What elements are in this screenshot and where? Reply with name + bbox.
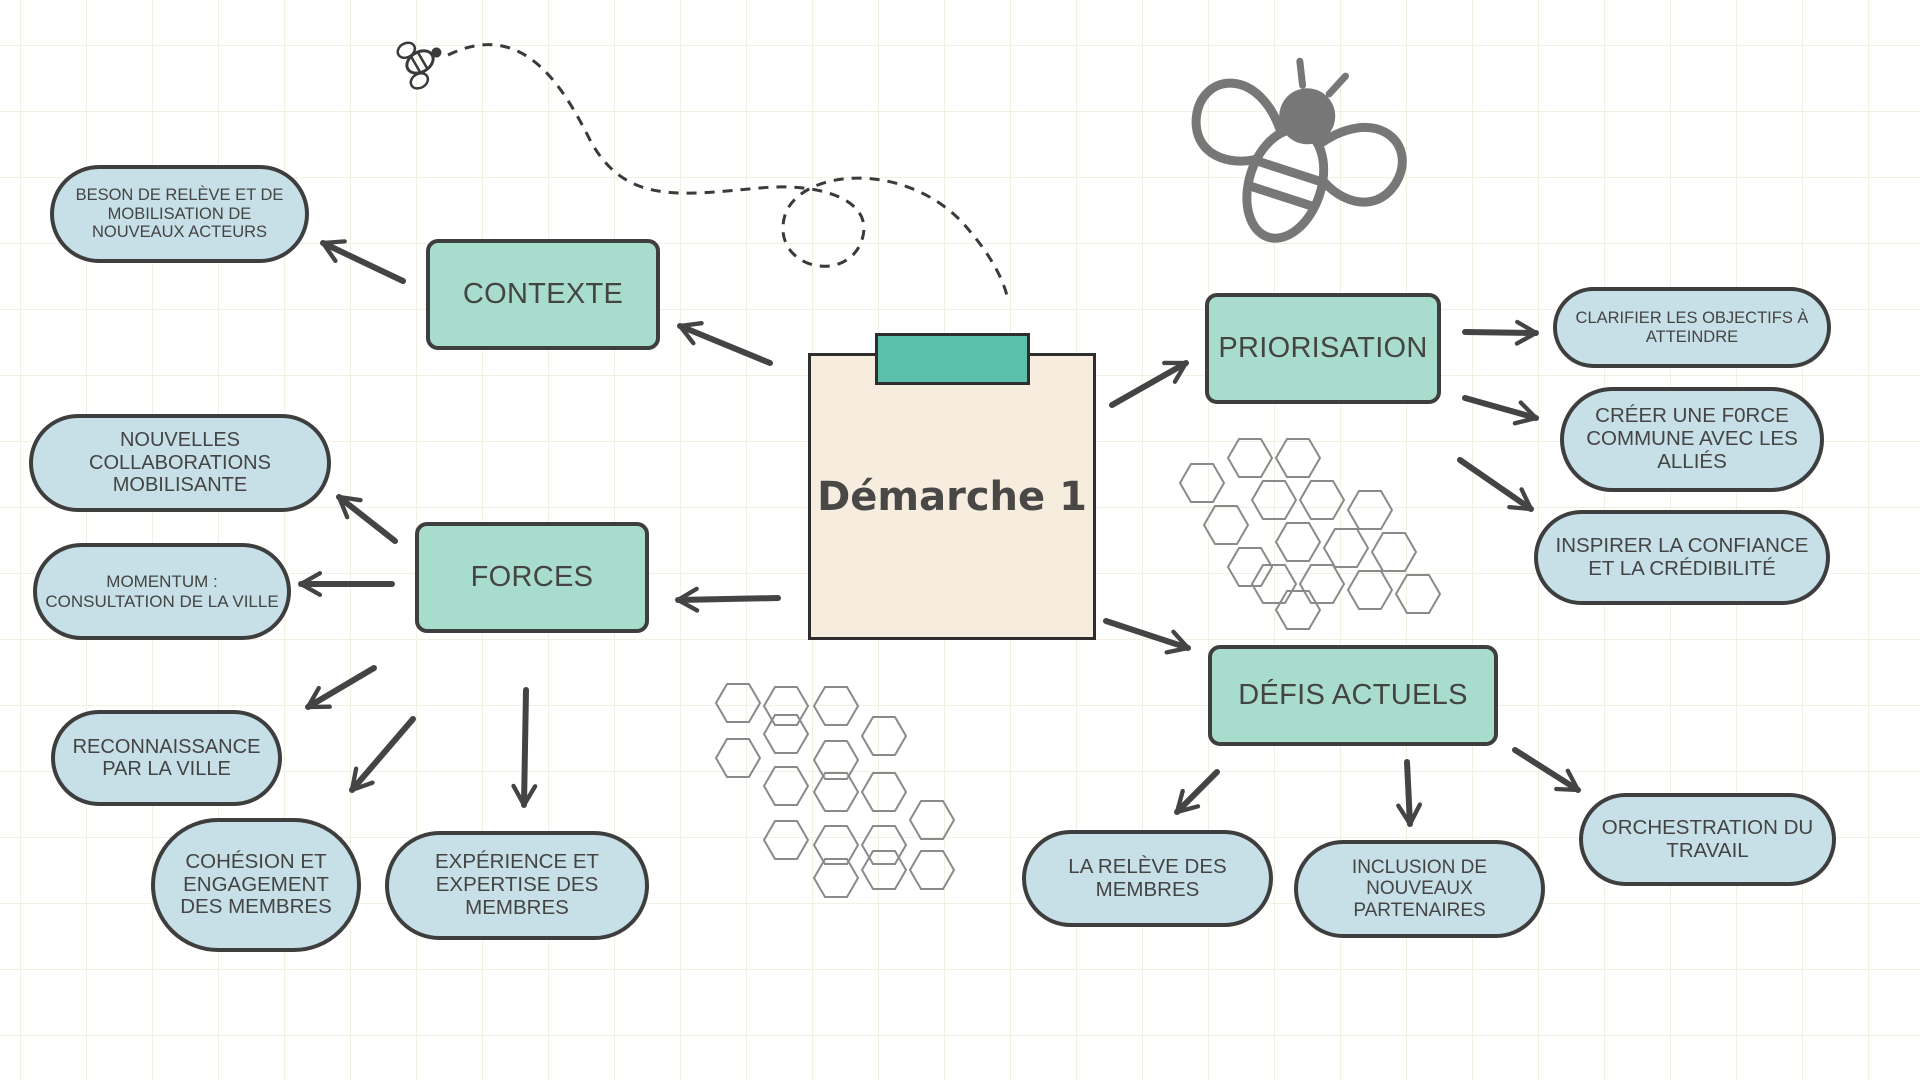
small-bee-icon bbox=[396, 41, 442, 90]
bee-icon bbox=[1191, 57, 1407, 243]
category-defis-actuels: DÉFIS ACTUELS bbox=[1208, 645, 1498, 746]
leaf-forces-1: NOUVELLES COLLABORATIONS MOBILISANTE bbox=[29, 414, 331, 512]
honeycomb-icon bbox=[715, 683, 955, 898]
central-topic-title: Démarche 1 bbox=[817, 473, 1087, 520]
category-forces: FORCES bbox=[415, 522, 649, 633]
leaf-priorisation-1: CLARIFIER LES OBJECTIFS À ATTEINDRE bbox=[1553, 287, 1831, 368]
leaf-forces-3: RECONNAISSANCE PAR LA VILLE bbox=[51, 710, 282, 806]
category-priorisation: PRIORISATION bbox=[1205, 293, 1441, 404]
leaf-contexte-1: BESON DE RELÈVE ET DE MOBILISATION DE NO… bbox=[50, 165, 309, 263]
leaf-defis-1: LA RELÈVE DES MEMBRES bbox=[1022, 830, 1273, 927]
leaf-forces-5: EXPÉRIENCE ET EXPERTISE DES MEMBRES bbox=[385, 831, 649, 940]
leaf-forces-4: COHÉSION ET ENGAGEMENT DES MEMBRES bbox=[151, 818, 361, 952]
central-topic-tab bbox=[875, 333, 1030, 385]
central-topic-card: Démarche 1 bbox=[808, 353, 1096, 640]
leaf-defis-3: ORCHESTRATION DU TRAVAIL bbox=[1579, 793, 1836, 886]
honeycomb-icon bbox=[1179, 438, 1441, 630]
leaf-forces-2: MOMENTUM : CONSULTATION DE LA VILLE bbox=[33, 543, 291, 640]
leaf-defis-2: INCLUSION DE NOUVEAUX PARTENAIRES bbox=[1294, 840, 1545, 938]
category-contexte: CONTEXTE bbox=[426, 239, 660, 350]
leaf-priorisation-3: INSPIRER LA CONFIANCE ET LA CRÉDIBILITÉ bbox=[1534, 510, 1830, 605]
leaf-priorisation-2: CRÉER UNE F0RCE COMMUNE AVEC LES ALLIÉS bbox=[1560, 387, 1824, 492]
